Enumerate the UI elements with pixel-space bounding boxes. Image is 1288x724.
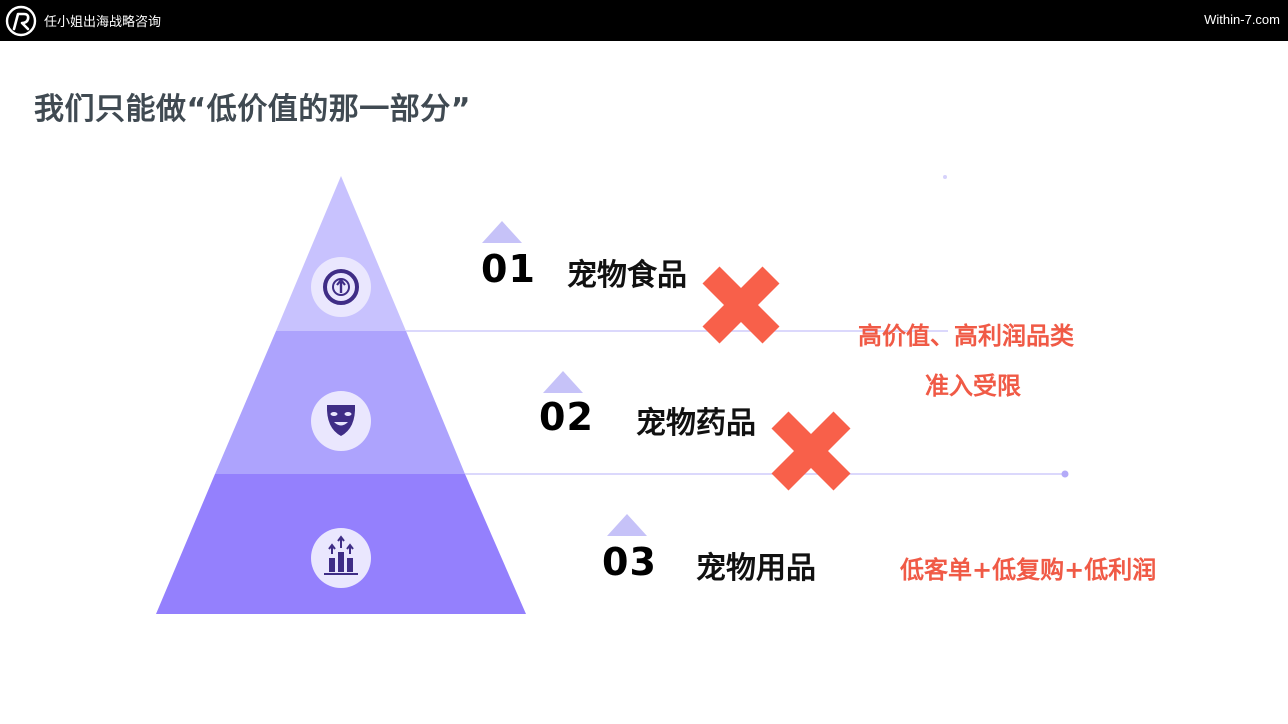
level-number-1: 01 bbox=[481, 247, 536, 291]
divider-dot-top bbox=[943, 175, 947, 179]
pointer-triangle-1 bbox=[482, 221, 522, 243]
note-restricted: 准入受限 bbox=[925, 372, 1021, 400]
mask-face-icon bbox=[311, 391, 371, 451]
note-low-value: 低客单+低复购+低利润 bbox=[900, 556, 1157, 584]
level-label-1: 宠物食品 bbox=[567, 258, 687, 293]
pointer-triangle-3 bbox=[607, 514, 647, 536]
level-number-2: 02 bbox=[539, 395, 594, 439]
level-label-2: 宠物药品 bbox=[636, 406, 756, 441]
slide-title: 我们只能做“低价值的那一部分” bbox=[34, 92, 471, 127]
note-high-value: 高价值、高利润品类 bbox=[858, 322, 1074, 350]
cross-mark-icon-2 bbox=[771, 411, 851, 491]
level-label-3: 宠物用品 bbox=[696, 551, 816, 586]
divider-dot bbox=[1061, 470, 1069, 478]
level-number-3: 03 bbox=[602, 540, 657, 584]
cross-mark-icon-1 bbox=[702, 266, 780, 344]
pyramid-level-1 bbox=[276, 176, 406, 331]
road-r-logo-icon bbox=[5, 5, 37, 37]
site-url: Within-7.com bbox=[1204, 12, 1280, 27]
arrow-up-circle-icon bbox=[311, 257, 371, 317]
pointer-triangle-2 bbox=[543, 371, 583, 393]
top-bar: 任小姐出海战略咨询 Within-7.com bbox=[0, 0, 1288, 41]
brand-name: 任小姐出海战略咨询 bbox=[44, 15, 162, 30]
growth-bars-icon bbox=[311, 528, 371, 588]
